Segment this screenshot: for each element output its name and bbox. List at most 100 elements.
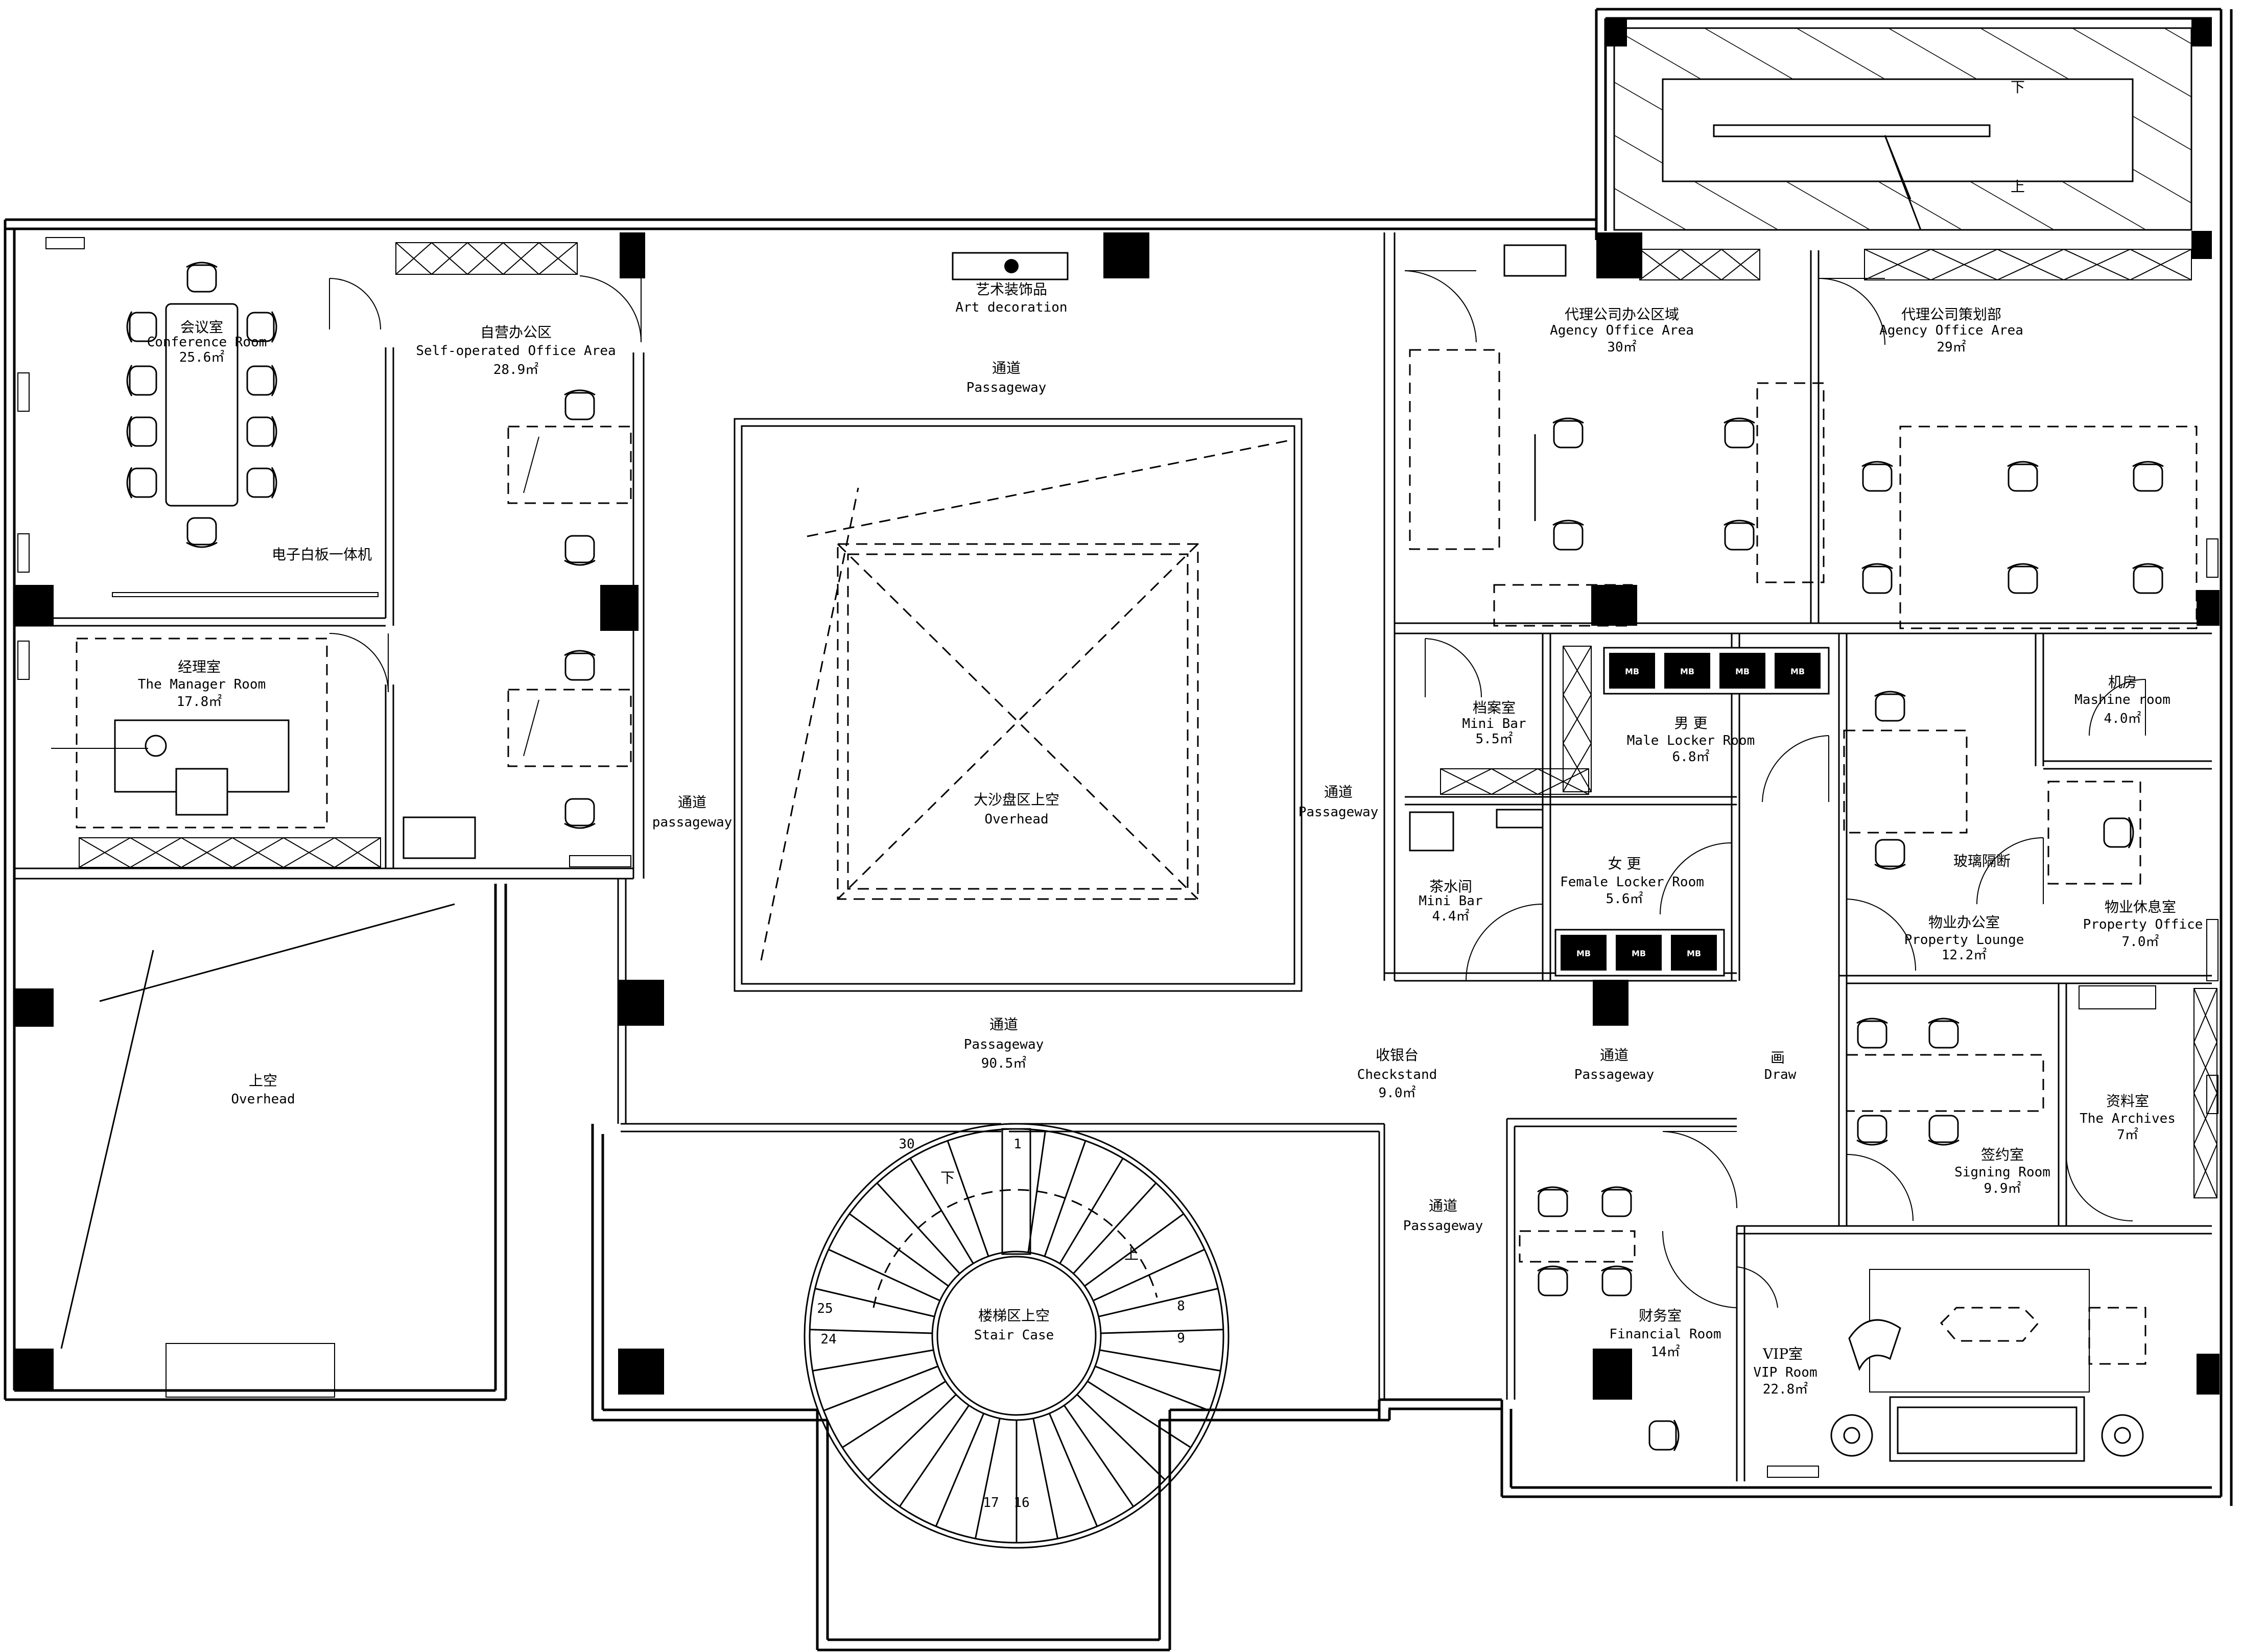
exit-stair: 下 上 xyxy=(1613,27,2192,231)
financial-room-name-en: Financial Room xyxy=(1609,1327,1721,1342)
stair-step-labels: 30 1 25 24 8 9 17 16 下 上 xyxy=(817,1137,1185,1511)
checkstand-name-en: Checkstand xyxy=(1357,1067,1437,1082)
stair-tread xyxy=(1098,1288,1218,1317)
radiator-icons xyxy=(17,237,2219,1478)
manager-room-area: 17.8㎡ xyxy=(177,694,222,710)
step-16: 16 xyxy=(1013,1495,1029,1511)
stair-tread xyxy=(823,1365,938,1411)
exit-stair-up-label: 上 xyxy=(2011,178,2025,195)
stair-tread xyxy=(899,1405,970,1507)
locker-label: MB xyxy=(1687,949,1701,958)
passage-left-name: 通道 xyxy=(678,794,706,811)
locker-label: MB xyxy=(1790,667,1805,676)
conference-room-name: 会议室 xyxy=(180,319,223,336)
spiral-stair xyxy=(804,1123,1230,1549)
locker-label: MB xyxy=(1735,667,1750,676)
stair-tread xyxy=(810,1329,933,1334)
male-locker-area: 6.8㎡ xyxy=(1672,749,1710,765)
signing-room-area: 9.9㎡ xyxy=(1984,1181,2021,1196)
draw-label: 画 xyxy=(1771,1049,1785,1066)
stair-tread xyxy=(1027,1130,1046,1253)
step-9: 9 xyxy=(1177,1331,1185,1346)
self-office-name-en: Self-operated Office Area xyxy=(416,343,616,359)
stair-up-label: 上 xyxy=(1124,1246,1139,1263)
stair-tread xyxy=(1076,1394,1166,1481)
stair-tread xyxy=(935,1413,985,1527)
stair-tread xyxy=(812,1349,934,1372)
step-25: 25 xyxy=(817,1301,833,1316)
stair-tread xyxy=(1093,1248,1205,1302)
archives-room-name: 资料室 xyxy=(2106,1093,2149,1110)
stair-tread xyxy=(1073,1182,1157,1275)
property-office-area: 12.2㎡ xyxy=(1942,948,1987,963)
passage-main-area: 90.5㎡ xyxy=(981,1056,1027,1071)
step-17: 17 xyxy=(983,1495,999,1511)
stair-name: 楼梯区上空 xyxy=(978,1307,1050,1324)
financial-furniture xyxy=(1519,1186,1680,1452)
agency-desks xyxy=(1409,244,2198,629)
male-locker-name: 男 更 xyxy=(1674,715,1708,731)
stair-tread xyxy=(1099,1349,1221,1372)
locker-label: MB xyxy=(1576,949,1591,958)
passage-left-name-en: passageway xyxy=(652,815,733,830)
machine-room-name-en: Mashine room xyxy=(2074,692,2170,707)
financial-room-area: 14㎡ xyxy=(1650,1344,1680,1360)
stair-tread xyxy=(1095,1365,1210,1411)
stair-down-label: 下 xyxy=(940,1169,955,1186)
draw-label-en: Draw xyxy=(1764,1067,1797,1082)
sand-table-name-en: Overhead xyxy=(984,812,1048,827)
stair-tread xyxy=(1063,1405,1135,1507)
stair-tread xyxy=(1084,1213,1184,1287)
cabinets xyxy=(79,242,2218,1198)
agency-office-name-en: Agency Office Area xyxy=(1550,323,1694,338)
overhead-left-name-en: Overhead xyxy=(231,1092,295,1107)
door-swing-icons xyxy=(329,270,2146,1308)
female-locker-area: 5.6㎡ xyxy=(1606,891,1643,907)
machine-room-name: 机房 xyxy=(2108,674,2137,691)
stair-tread xyxy=(1044,1140,1087,1257)
locker-label: MB xyxy=(1625,667,1639,676)
step-30: 30 xyxy=(899,1137,914,1152)
passage-top-name-en: Passageway xyxy=(966,380,1047,395)
manager-furniture xyxy=(51,638,328,829)
passage-main-name-en: Passageway xyxy=(964,1037,1044,1052)
vip-room-name-en: VIP Room xyxy=(1753,1365,1817,1380)
stair-tread xyxy=(947,1140,989,1257)
archives-room-area: 7㎡ xyxy=(2117,1127,2138,1143)
stair-tread xyxy=(1100,1329,1223,1334)
archive-minibar-area: 5.5㎡ xyxy=(1476,731,1513,747)
tea-room-area: 4.4㎡ xyxy=(1432,909,1470,924)
archive-minibar-name: 档案室 xyxy=(1473,699,1516,716)
conference-room-area: 25.6㎡ xyxy=(179,350,225,365)
exit-stair-down-label: 下 xyxy=(2011,79,2025,96)
stair-tread xyxy=(828,1248,940,1302)
overhead-left xyxy=(60,903,455,1398)
overhead-left-name: 上空 xyxy=(249,1072,277,1089)
stair-tread xyxy=(1087,1380,1191,1448)
financial-room-name: 财务室 xyxy=(1639,1307,1682,1324)
step-1: 1 xyxy=(1013,1137,1022,1152)
agency-office-area: 30㎡ xyxy=(1607,340,1636,355)
property-rest-name: 物业休息室 xyxy=(2105,899,2176,915)
step-8: 8 xyxy=(1177,1299,1185,1314)
self-office-name: 自营办公区 xyxy=(480,324,552,341)
passage-right-name: 通道 xyxy=(1324,784,1353,800)
conference-table xyxy=(112,262,379,597)
agency-plan-area: 29㎡ xyxy=(1937,340,1966,355)
glass-partition-label: 玻璃隔断 xyxy=(1953,853,2011,869)
tea-room-name: 茶水间 xyxy=(1429,878,1472,895)
tea-room-name-en: Mini Bar xyxy=(1419,893,1482,909)
male-locker-name-en: Male Locker Room xyxy=(1627,733,1755,748)
art-decoration-name-en: Art decoration xyxy=(955,300,1067,315)
locker-label: MB xyxy=(1680,667,1694,676)
stair-tread xyxy=(849,1213,949,1287)
self-office-area: 28.9㎡ xyxy=(493,362,539,377)
property-office-name: 物业办公室 xyxy=(1928,914,2000,931)
step-24: 24 xyxy=(820,1332,836,1347)
agency-plan-name-en: Agency Office Area xyxy=(1879,323,2023,338)
stair-tread xyxy=(842,1380,946,1448)
vip-room-area: 22.8㎡ xyxy=(1763,1382,1808,1397)
female-locker-name-en: Female Locker Room xyxy=(1560,875,1704,890)
stair-tread xyxy=(815,1288,935,1317)
manager-room-name: 经理室 xyxy=(178,658,221,675)
